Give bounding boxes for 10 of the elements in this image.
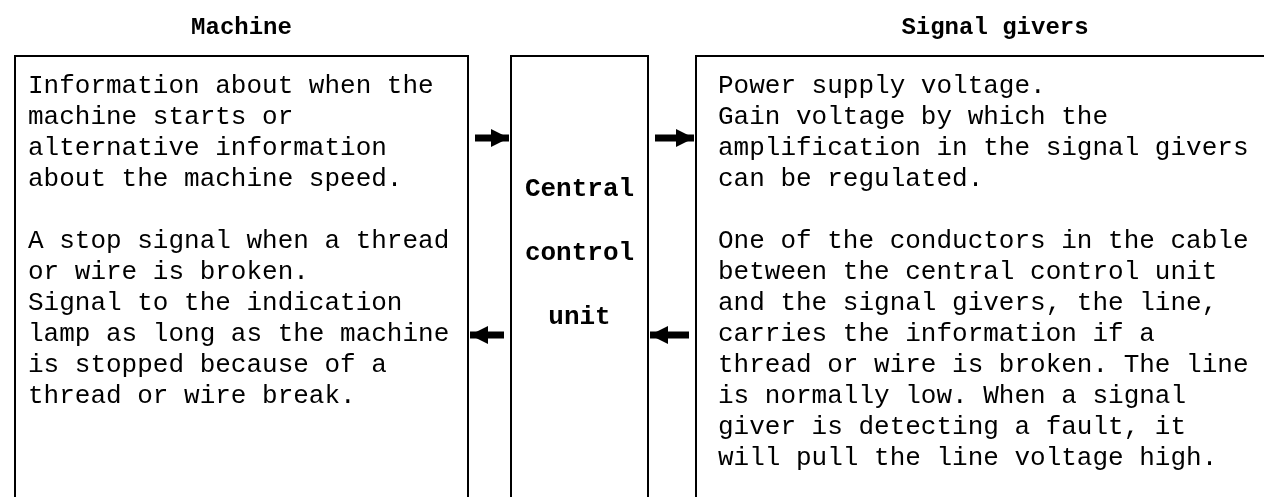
description-text: Signal to the indication lamp as long as the machine is stopped because of a thread or wire break. <box>28 288 450 412</box>
unit-box <box>510 55 649 497</box>
description-text: Gain voltage by which the amplification in the signal givers can be regulated. <box>718 102 1250 195</box>
description-text: Information about when the machine starts or alternative information about the machine speed. <box>28 71 435 195</box>
panel-heading: Signal givers <box>900 13 1090 43</box>
description-text: One of the conductors in the cable between the central control unit and the signal givers, the line, carries the information if a thread or wire is broken. The line is normally low. When a signal giver is detecting a fault, it will pull the line voltage high. <box>718 226 1250 474</box>
description-text: A stop signal when a thread or wire is broken. <box>28 226 450 288</box>
panel-heading: Machine <box>190 13 293 43</box>
unit-label: Central control unit <box>523 173 636 334</box>
description-text: Power supply voltage. <box>718 71 1047 102</box>
